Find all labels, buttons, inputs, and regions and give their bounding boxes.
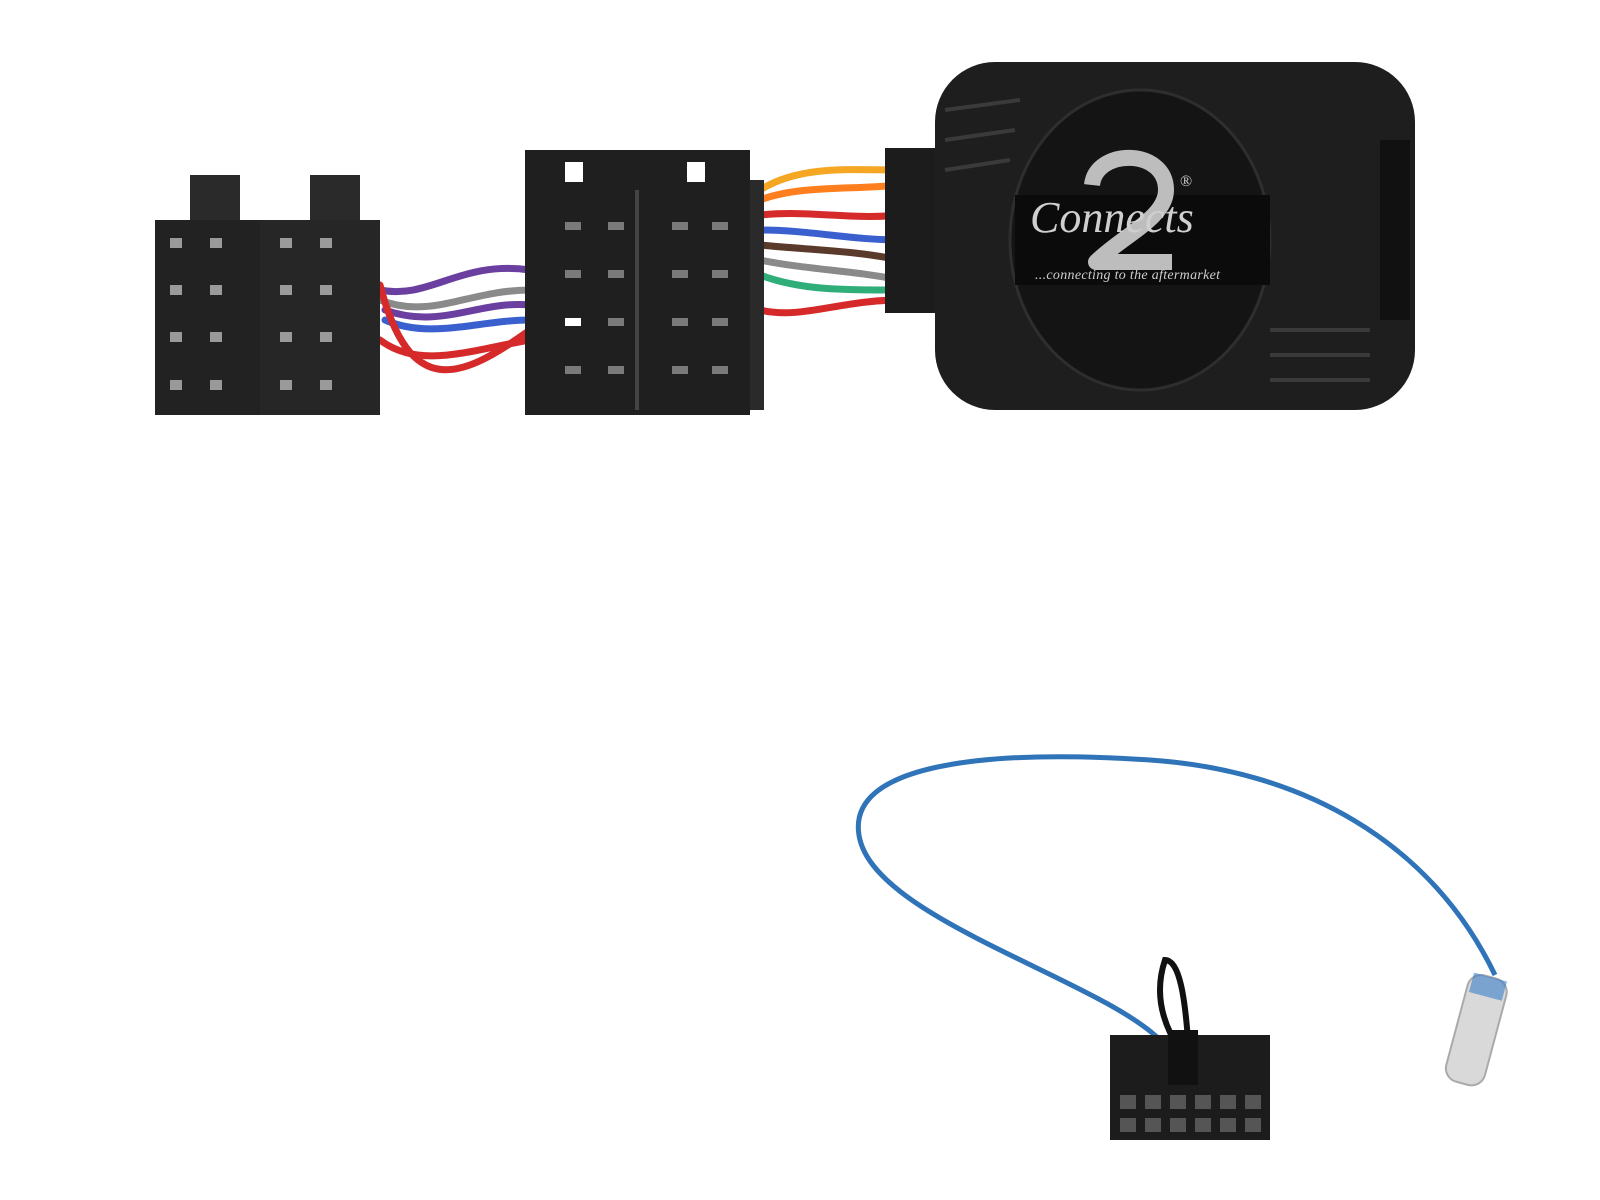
svg-text:Connects: Connects [1030,193,1194,242]
tagline: ...connecting to the aftermarket [1035,268,1221,283]
iso-connector-middle [525,150,764,415]
brand-logo: Connects ® [1030,149,1194,270]
svg-text:®: ® [1180,173,1192,190]
antenna-lead [855,754,1508,1140]
logo-numeral-2 [1084,149,1174,270]
interface-box [885,62,1415,410]
wire-bundle-left [376,251,534,374]
iso-connector-left [155,175,380,415]
wire-bundle-right [756,166,904,317]
